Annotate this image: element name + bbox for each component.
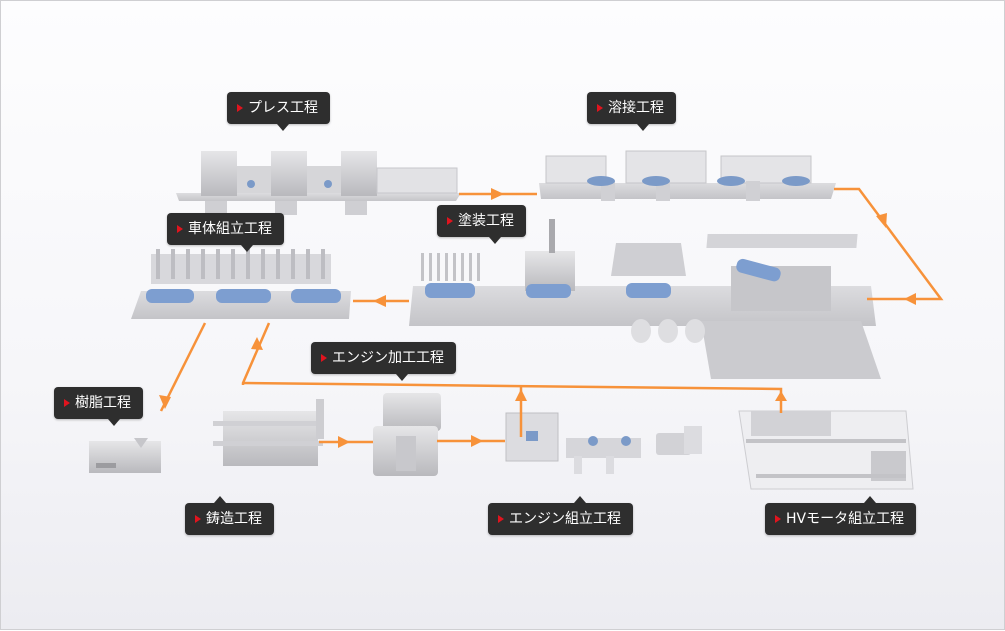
arrowhead-icon	[876, 213, 887, 228]
arrowhead-icon	[491, 188, 504, 200]
label-body-assembly[interactable]: 車体組立工程	[167, 213, 284, 252]
chevron-right-icon	[237, 104, 243, 112]
chevron-right-icon	[498, 515, 504, 523]
chevron-right-icon	[597, 104, 603, 112]
painting-machine	[409, 219, 881, 379]
casting-machine	[213, 399, 324, 466]
flow-engine-to-body	[241, 322, 271, 385]
engine-assembly-machine	[505, 412, 702, 474]
arrowhead-icon	[373, 295, 386, 307]
arrowhead-icon	[775, 391, 787, 401]
arrowhead-icon	[471, 435, 483, 447]
label-engine-assembly[interactable]: エンジン組立工程	[488, 496, 633, 535]
label-welding[interactable]: 溶接工程	[587, 92, 676, 131]
arrowhead-icon	[159, 395, 171, 409]
chevron-right-icon	[195, 515, 201, 523]
engine-machining-machine	[373, 393, 441, 476]
press-line-machine	[176, 151, 461, 215]
flow-resin-to-body	[159, 322, 207, 412]
arrowhead-icon	[515, 389, 527, 401]
label-casting[interactable]: 鋳造工程	[185, 496, 274, 535]
chevron-right-icon	[177, 225, 183, 233]
chevron-right-icon	[321, 354, 327, 362]
label-engine-machining[interactable]: エンジン加工工程	[311, 342, 456, 381]
label-resin[interactable]: 樹脂工程	[54, 387, 143, 426]
chevron-right-icon	[775, 515, 781, 523]
flow-bus	[242, 381, 783, 413]
label-hv-motor-assembly[interactable]: HVモータ組立工程	[765, 496, 917, 535]
arrowhead-icon	[904, 293, 916, 305]
body-assembly-machine	[131, 249, 351, 319]
hv-motor-assembly-machine	[738, 410, 914, 490]
arrowhead-icon	[251, 337, 263, 350]
label-press[interactable]: プレス工程	[227, 92, 330, 131]
resin-machine	[89, 438, 161, 473]
chevron-right-icon	[447, 217, 453, 225]
arrowheads	[159, 188, 916, 448]
label-painting[interactable]: 塗装工程	[437, 205, 526, 244]
arrowhead-icon	[338, 436, 350, 448]
welding-line-machine	[539, 150, 836, 201]
chevron-right-icon	[64, 399, 70, 407]
